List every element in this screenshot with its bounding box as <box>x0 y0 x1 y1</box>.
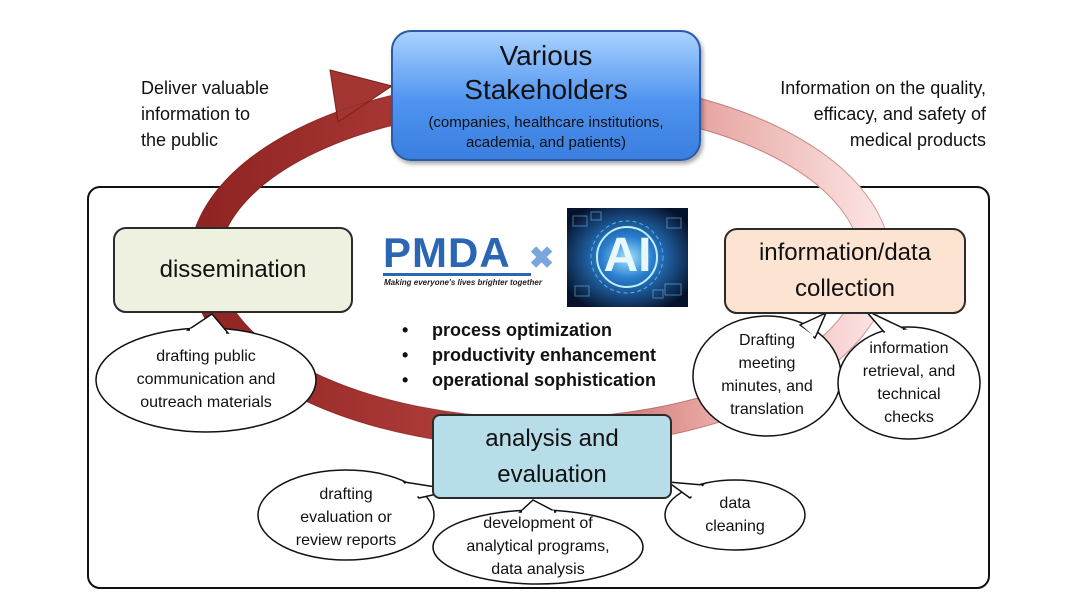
collection-label-line1: information/data <box>758 239 932 266</box>
deliver-info-line2: information to <box>141 104 251 124</box>
bubble-line: data <box>719 495 751 512</box>
benefit-text: operational sophistication <box>432 370 657 390</box>
bubble-line: cleaning <box>705 518 765 535</box>
bubble-line: development of <box>483 515 593 532</box>
dissemination-label: dissemination <box>159 256 307 283</box>
bubble-line: information <box>869 340 949 357</box>
deliver-info-line3: the public <box>141 130 219 150</box>
benefit-item: • operational sophistication <box>402 368 656 393</box>
bubble-programs: development of analytical programs, data… <box>438 512 638 581</box>
bubble-retrieval-shape <box>837 309 981 440</box>
analysis-box: analysis and evaluation <box>432 414 672 499</box>
bubble-line: technical <box>877 386 941 403</box>
bubble-line: evaluation or <box>300 509 392 526</box>
content-frame <box>87 186 990 589</box>
bubble-dissem: drafting public communication and outrea… <box>106 345 306 414</box>
bubble-line: analytical programs, <box>466 538 610 555</box>
bubble-line: drafting public <box>156 348 256 365</box>
stakeholders-box: Various Stakeholders (companies, healthc… <box>391 30 701 161</box>
ai-image <box>567 208 688 307</box>
bubble-programs-shape <box>432 499 644 585</box>
bubble-review-shape <box>257 469 456 561</box>
bubble-line: outreach materials <box>140 394 272 411</box>
bubble-line: minutes, and <box>721 378 813 395</box>
collection-label-line2: collection <box>794 275 896 302</box>
bubble-line: Drafting <box>738 332 796 349</box>
quality-info-line3: medical products <box>849 130 986 150</box>
times-icon: ✖ <box>529 242 555 275</box>
benefit-item: • process optimization <box>402 318 656 343</box>
quality-info-line2: efficacy, and safety of <box>813 104 986 124</box>
bubble-review: drafting evaluation or review reports <box>266 483 426 552</box>
bubble-line: translation <box>730 401 804 418</box>
bullet-icon: • <box>402 320 409 340</box>
benefit-text: process optimization <box>432 320 613 340</box>
stakeholders-sub-line2: academia, and patients) <box>465 133 627 151</box>
bubble-minutes-shape <box>692 311 842 437</box>
pmda-tagline: Making everyone's lives brighter togethe… <box>384 278 542 287</box>
bubble-cleaning: data cleaning <box>675 492 795 538</box>
bubble-minutes: Drafting meeting minutes, and translatio… <box>697 329 837 421</box>
bubble-line: review reports <box>295 532 397 549</box>
bubble-line: data analysis <box>491 561 585 578</box>
bubble-dissem-shape <box>95 313 317 433</box>
dissemination-box: dissemination <box>113 227 353 313</box>
benefit-text: productivity enhancement <box>432 345 657 365</box>
stakeholders-title-line1: Various <box>499 39 593 71</box>
bubble-line: meeting <box>738 355 796 372</box>
benefit-item: • productivity enhancement <box>402 343 656 368</box>
bullet-icon: • <box>402 370 409 390</box>
cycle-arrow-head <box>329 69 394 123</box>
quality-info-text: Information on the quality, efficacy, an… <box>780 75 986 153</box>
pmda-logo-underline <box>383 273 531 276</box>
analysis-label-line2: evaluation <box>497 460 607 488</box>
bubble-line: drafting <box>319 486 373 503</box>
stakeholders-sub-line1: (companies, healthcare institutions, <box>428 113 664 131</box>
analysis-label-line1: analysis and <box>485 424 619 452</box>
bubble-line: checks <box>884 409 934 426</box>
quality-info-line1: Information on the quality, <box>780 78 986 98</box>
deliver-info-text: Deliver valuable information to the publ… <box>141 75 269 153</box>
bubble-retrieval: information retrieval, and technical che… <box>840 337 978 429</box>
bubble-line: retrieval, and <box>862 363 956 380</box>
collection-box: information/data collection <box>724 228 966 314</box>
bullet-icon: • <box>402 345 409 365</box>
deliver-info-line1: Deliver valuable <box>141 78 270 98</box>
ai-label: AI <box>603 229 652 282</box>
bubble-line: communication and <box>136 371 276 388</box>
bubble-cleaning-shape <box>664 479 806 551</box>
benefits-list: • process optimization • productivity enha… <box>402 318 656 393</box>
stakeholders-title-line2: Stakeholders <box>464 73 628 105</box>
pmda-logo-text: PMDA <box>383 229 511 276</box>
